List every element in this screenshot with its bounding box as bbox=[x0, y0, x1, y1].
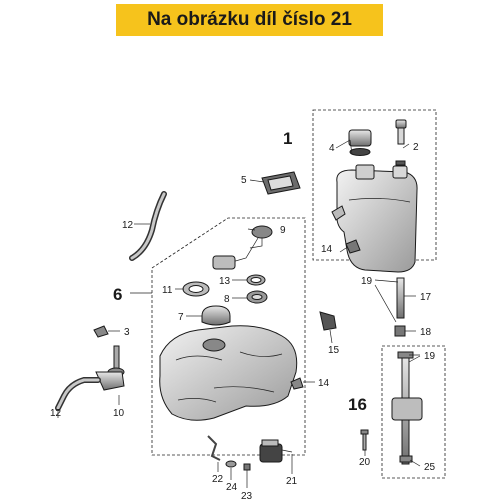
leader-15 bbox=[329, 329, 333, 344]
callout-24: 24 bbox=[226, 482, 238, 493]
title-banner: Na obrázku díl číslo 21 bbox=[116, 4, 383, 36]
leader-14a bbox=[339, 247, 347, 253]
callout-3: 3 bbox=[124, 327, 130, 338]
group-6-frame bbox=[151, 217, 306, 456]
group-1-frame bbox=[312, 109, 437, 261]
fuel-gauge-sender bbox=[212, 225, 273, 270]
callout-8: 8 bbox=[224, 294, 230, 305]
grommet-15 bbox=[319, 311, 337, 331]
group-16-frame bbox=[381, 345, 446, 479]
callout-14-tank: 14 bbox=[318, 378, 330, 389]
callout-1: 1 bbox=[283, 129, 292, 148]
dipstick bbox=[395, 119, 407, 166]
callout-2: 2 bbox=[413, 142, 419, 153]
callout-11: 11 bbox=[162, 285, 173, 296]
ring-13-hole bbox=[250, 277, 262, 283]
callout-15: 15 bbox=[328, 345, 340, 356]
wire-22 bbox=[207, 435, 221, 461]
fuel-cap bbox=[201, 305, 231, 326]
callout-23: 23 bbox=[241, 491, 253, 500]
screw-23 bbox=[243, 463, 251, 471]
leader-25 bbox=[409, 459, 421, 467]
callout-21: 21 bbox=[286, 476, 298, 487]
callout-14-reservoir: 14 bbox=[321, 244, 333, 255]
callout-12-tap-hose: 12 bbox=[50, 408, 62, 419]
callout-16: 16 bbox=[348, 395, 367, 414]
fuel-hose bbox=[129, 191, 167, 261]
tap-hose-inner bbox=[56, 378, 100, 410]
leader-4 bbox=[335, 139, 353, 155]
leader-19a bbox=[374, 279, 399, 323]
ring-11-hole bbox=[188, 285, 204, 293]
callout-22: 22 bbox=[212, 474, 224, 485]
part-21 bbox=[259, 439, 293, 463]
callout-12-hose: 12 bbox=[122, 220, 134, 231]
breather-pipe bbox=[394, 277, 406, 337]
callout-10: 10 bbox=[113, 408, 125, 419]
leader-9 bbox=[247, 228, 256, 231]
leader-5 bbox=[249, 179, 265, 183]
fuel-tank bbox=[159, 325, 298, 421]
callout-19-lower: 19 bbox=[424, 351, 436, 362]
clip-14 bbox=[290, 377, 304, 390]
clamp-14 bbox=[345, 239, 361, 254]
callout-19-upper: 19 bbox=[361, 276, 373, 287]
fuel-tap bbox=[95, 345, 125, 391]
gasket bbox=[261, 171, 301, 195]
washer-24 bbox=[225, 460, 237, 468]
callout-18: 18 bbox=[420, 327, 432, 338]
banner-title: Na obrázku díl číslo 21 bbox=[147, 9, 352, 30]
callout-6: 6 bbox=[113, 285, 122, 304]
leader-19b bbox=[408, 354, 421, 363]
callout-7: 7 bbox=[178, 312, 184, 323]
nut-8-hole bbox=[251, 294, 263, 300]
reservoir-cap bbox=[348, 129, 372, 156]
leader-2 bbox=[402, 143, 410, 149]
callout-25: 25 bbox=[424, 462, 436, 473]
oil-reservoir bbox=[331, 164, 418, 273]
callout-4: 4 bbox=[329, 143, 335, 154]
clip-3 bbox=[93, 325, 109, 338]
bolt-20 bbox=[360, 429, 369, 451]
callout-20: 20 bbox=[359, 457, 371, 468]
callout-13: 13 bbox=[219, 276, 231, 287]
callout-5: 5 bbox=[241, 175, 247, 186]
vent-assembly-16 bbox=[391, 351, 423, 465]
callout-9: 9 bbox=[280, 225, 286, 236]
callout-17: 17 bbox=[420, 292, 432, 303]
